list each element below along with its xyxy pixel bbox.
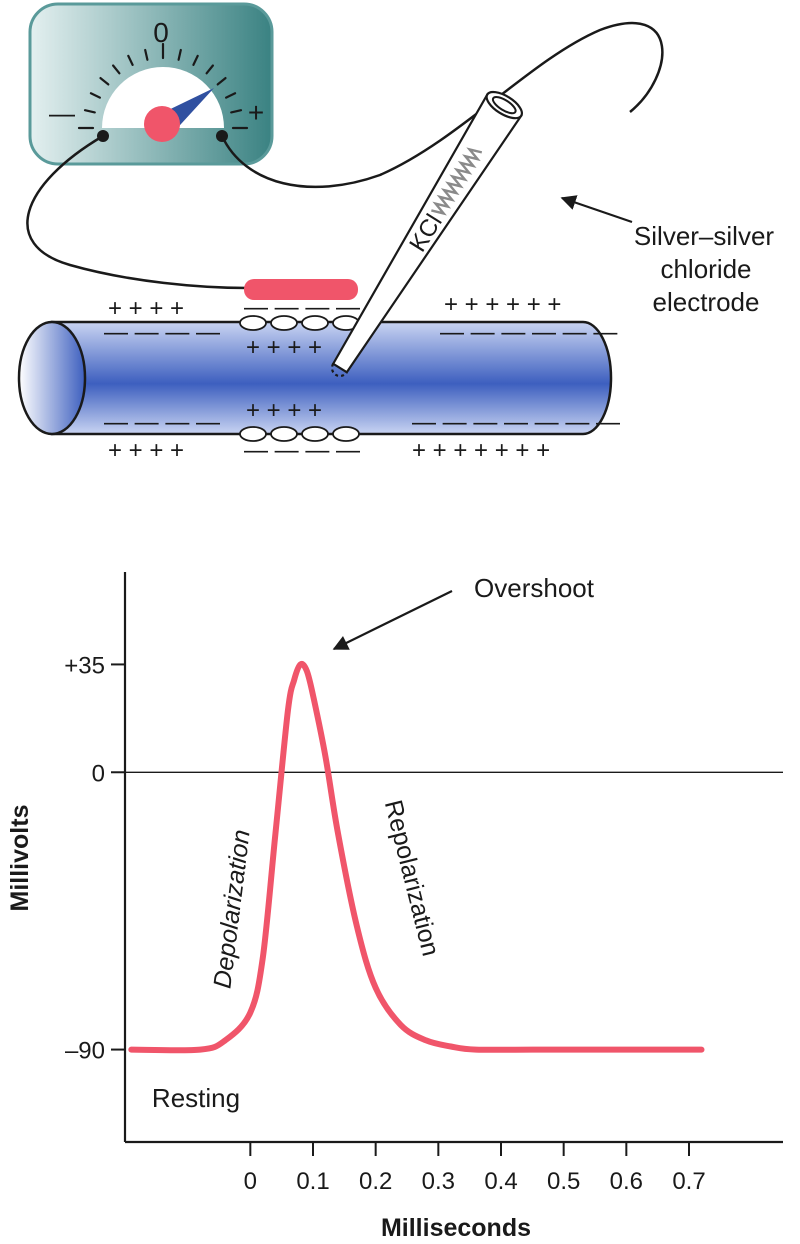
charge-left-outer-top: + + + +	[108, 295, 184, 322]
charge-middle-inner-top: + + + +	[246, 334, 322, 361]
x-tick-label: 0	[244, 1168, 257, 1195]
microelectrode-tip	[330, 363, 348, 378]
wire-to-surface-electrode	[26, 134, 249, 290]
x-tick-label: 0.7	[672, 1168, 705, 1195]
voltmeter-needle-pivot	[144, 106, 180, 142]
dial-tick	[89, 92, 102, 99]
membrane-channels-top	[239, 315, 360, 331]
voltmeter-plus-label: +	[248, 97, 264, 128]
charge-left-inner-top: — — — —	[104, 319, 220, 346]
y-tick-label: –90	[65, 1038, 105, 1065]
voltmeter-minus-label: —	[49, 98, 75, 128]
axon-cut-face	[17, 320, 87, 436]
voltmeter: 0 — +	[28, 2, 274, 166]
dial-tick	[83, 109, 96, 114]
dial-tick	[99, 76, 110, 86]
charge-left-inner-bottom: — — — —	[104, 409, 220, 436]
charge-middle-outer-top: — — — —	[244, 294, 360, 321]
repolarization-label: Repolarization	[379, 797, 445, 959]
dial-tick	[225, 92, 237, 99]
charge-right-inner-top: — — — — — —	[440, 319, 617, 346]
dial-tick	[216, 76, 227, 86]
axon-cylinder	[50, 320, 613, 436]
x-tick-label: 0.6	[610, 1168, 643, 1195]
overshoot-arrow	[332, 590, 453, 650]
charge-right-outer-top: + + + + + +	[444, 291, 561, 318]
y-ticks: +35 0 –90	[64, 652, 125, 1065]
x-tick-label: 0.1	[296, 1168, 329, 1195]
y-axis-title: Millivolts	[6, 805, 34, 912]
voltmeter-zero-label: 0	[153, 17, 169, 48]
silver-chloride-wire	[431, 147, 483, 216]
x-tick-label: 0.2	[359, 1168, 392, 1195]
x-tick-label: 0.5	[547, 1168, 580, 1195]
overshoot-label: Overshoot	[474, 573, 595, 603]
voltmeter-dial-ticks	[77, 42, 249, 130]
wire-to-microelectrode	[220, 22, 664, 189]
dial-tick	[230, 109, 243, 114]
x-tick-label: 0.4	[484, 1168, 517, 1195]
x-axis-title: Milliseconds	[381, 1214, 531, 1242]
voltmeter-dial-face	[102, 67, 224, 128]
electrode-callout-arrow	[560, 195, 633, 224]
charge-right-outer-bottom: + + + + + + +	[412, 437, 550, 464]
dial-tick	[144, 48, 149, 61]
x-ticks: 0 0.1 0.2 0.3 0.4 0.5 0.6 0.7	[244, 1142, 706, 1195]
surface-recording-electrode	[244, 279, 358, 300]
depolarization-label: Depolarization	[208, 828, 255, 990]
charge-right-inner-bottom: — — — — — — —	[412, 409, 620, 436]
y-tick-label: 0	[92, 760, 105, 787]
electrode-callout-line-1: Silver–silver	[634, 221, 774, 251]
dial-tick	[192, 54, 199, 67]
action-potential-chart: +35 0 –90 0 0.1 0.2 0.3 0.4 0.5 0.6 0.7 Milliseco…	[6, 572, 783, 1242]
charge-middle-inner-bottom: + + + +	[246, 397, 322, 424]
charge-left-outer-bottom: + + + +	[108, 437, 184, 464]
electrode-callout-line-3: electrode	[653, 287, 760, 317]
action-potential-curve	[128, 661, 705, 1054]
dial-tick	[177, 48, 182, 61]
y-tick-label: +35	[64, 652, 105, 679]
charge-middle-outer-bottom: — — — —	[244, 437, 360, 464]
membrane-channels-bottom	[239, 426, 360, 442]
resting-label: Resting	[152, 1083, 240, 1113]
microelectrode: KCl	[330, 90, 523, 378]
dial-tick	[205, 64, 214, 75]
dial-tick	[111, 64, 121, 75]
axon: + + + + — — — — — — — — + + + + — — — — …	[17, 279, 620, 464]
x-tick-label: 0.3	[422, 1168, 455, 1195]
dial-tick	[127, 54, 134, 67]
electrode-callout-line-2: chloride	[660, 254, 751, 284]
